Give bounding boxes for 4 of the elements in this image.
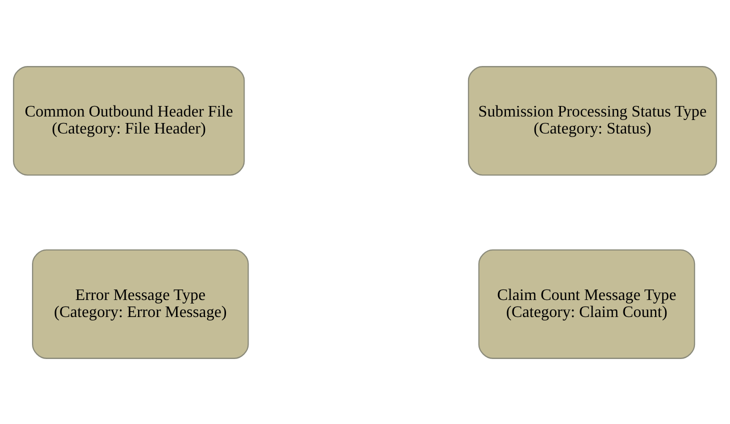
node-box: Error Message Type (Category: Error Message): [32, 248, 249, 358]
node-box: Common Outbound Header File (Category: File Header): [12, 66, 245, 176]
node-box: Claim Count Message Type (Category: Claim Count): [478, 248, 696, 358]
node-box: Submission Processing Status Type (Category: Status): [468, 66, 718, 176]
